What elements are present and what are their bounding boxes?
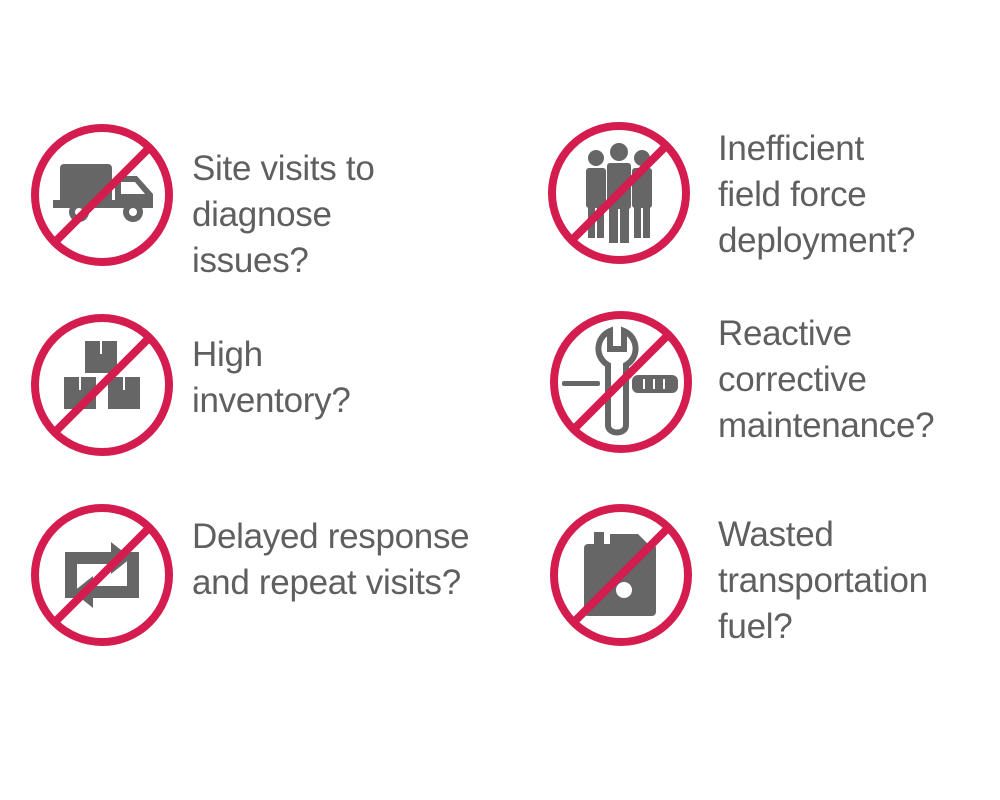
no-fuel-can-icon — [546, 500, 696, 650]
label-site-visits: Site visits to diagnose issues? — [192, 149, 375, 280]
label-maintenance: Reactive corrective maintenance? — [718, 314, 935, 445]
repeat-icon — [31, 504, 173, 646]
workers-icon — [548, 122, 690, 264]
fuel-can-icon — [550, 504, 692, 646]
no-truck-icon — [27, 120, 177, 270]
label-delayed-response: Delayed response and repeat visits? — [192, 517, 470, 602]
no-boxes-icon — [27, 310, 177, 460]
truck-icon — [31, 124, 173, 266]
label-inventory: High inventory? — [192, 335, 351, 420]
no-repeat-icon — [27, 500, 177, 650]
boxes-icon — [31, 314, 173, 456]
label-field-force: Inefficient field force deployment? — [718, 129, 916, 260]
no-workers-icon — [544, 118, 694, 268]
no-tools-icon — [546, 307, 696, 457]
tools-icon — [550, 311, 692, 453]
label-wasted-fuel: Wasted transportation fuel? — [718, 515, 928, 646]
